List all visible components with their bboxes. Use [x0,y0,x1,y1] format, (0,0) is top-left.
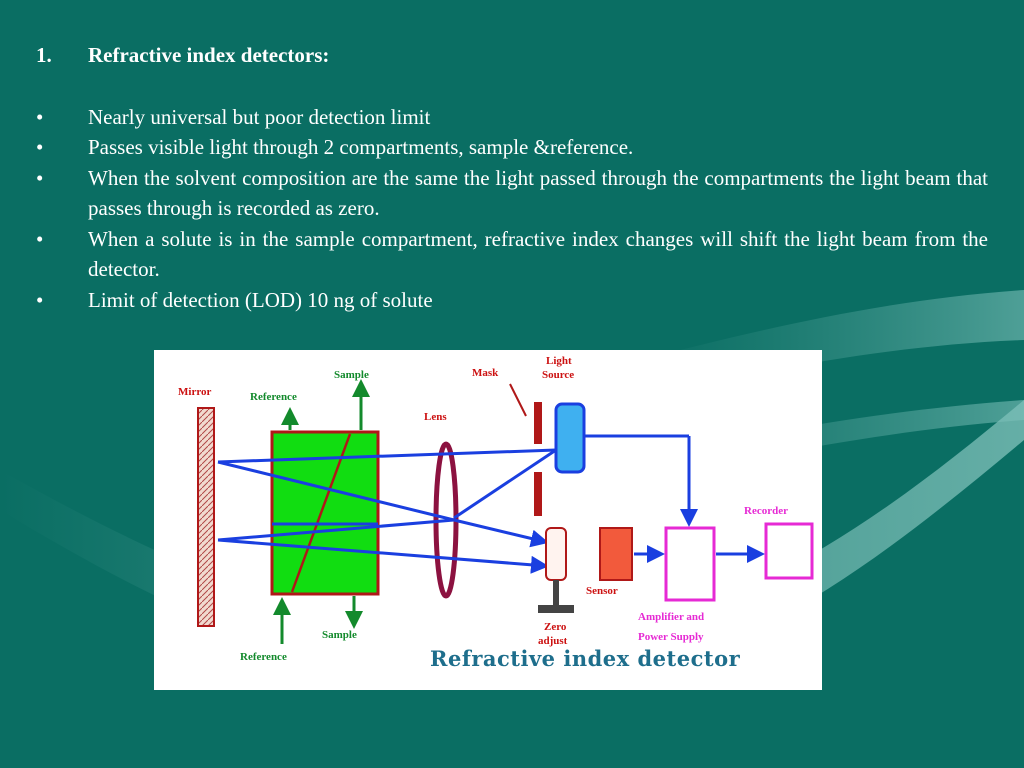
sensor-label: Sensor [586,585,618,597]
diagram-title: Refractive index detector [430,646,741,671]
bullet-item: • When a solute is in the sample compart… [36,224,988,285]
bullet-text: Nearly universal but poor detection limi… [88,104,431,129]
sample-bottom-label: Sample [322,629,357,641]
bullet-item: • When the solvent composition are the s… [36,163,988,224]
bullet-list: • Nearly universal but poor detection li… [36,102,988,316]
amplifier-label-line1: Amplifier and [638,611,704,623]
bullet-icon: • [36,104,44,129]
reference-bottom-label: Reference [240,651,287,663]
bullet-text: When a solute is in the sample compartme… [88,226,988,282]
bullet-text: Passes visible light through 2 compartme… [88,135,634,159]
heading-number: 1. [36,43,52,67]
zero-adjust-label-line2: adjust [538,635,568,647]
mask-lower [534,472,542,516]
bullet-item: • Passes visible light through 2 compart… [36,132,988,163]
zero-adjust-prism [545,527,567,581]
light-beams [217,434,765,574]
bullet-icon: • [36,135,44,159]
bullet-text: When the solvent composition are the sam… [88,165,988,221]
sensor [599,527,633,581]
mask-pointer [509,383,527,417]
light-source-label-line1: Light [546,355,572,367]
mask-label: Mask [472,367,499,379]
bullet-item: • Nearly universal but poor detection li… [36,102,988,133]
recorder-label: Recorder [744,505,788,517]
cell-divider [290,433,352,593]
detector-diagram: Mirror Reference Sample Mask Light Sourc… [154,350,822,690]
sample-top-label: Sample [334,369,369,381]
zero-adjust-base [538,605,574,613]
reference-top-label: Reference [250,391,297,403]
slide-text-block: 1. Refractive index detectors: • Nearly … [36,40,988,315]
diagram-svg: Mirror Reference Sample Mask Light Sourc… [178,355,814,671]
bullet-text: Limit of detection (LOD) 10 ng of solute [88,287,433,312]
light-source [554,402,586,474]
recorder-box [764,522,814,580]
mirror [197,407,215,627]
bullet-icon: • [36,226,44,251]
slide-heading: 1. Refractive index detectors: [36,40,988,71]
zero-adjust-label-line1: Zero [544,621,567,633]
mirror-label: Mirror [178,386,212,398]
amplifier-label-line2: Power Supply [638,631,704,643]
mask-upper [534,402,542,444]
zero-adjust-stand [553,580,559,606]
heading-text: Refractive index detectors: [88,43,330,67]
amplifier-box [664,526,716,602]
light-source-label-line2: Source [542,369,574,381]
bullet-icon: • [36,165,44,190]
bullet-item: • Limit of detection (LOD) 10 ng of solu… [36,285,988,316]
lens-label: Lens [424,411,447,423]
bullet-icon: • [36,287,44,312]
